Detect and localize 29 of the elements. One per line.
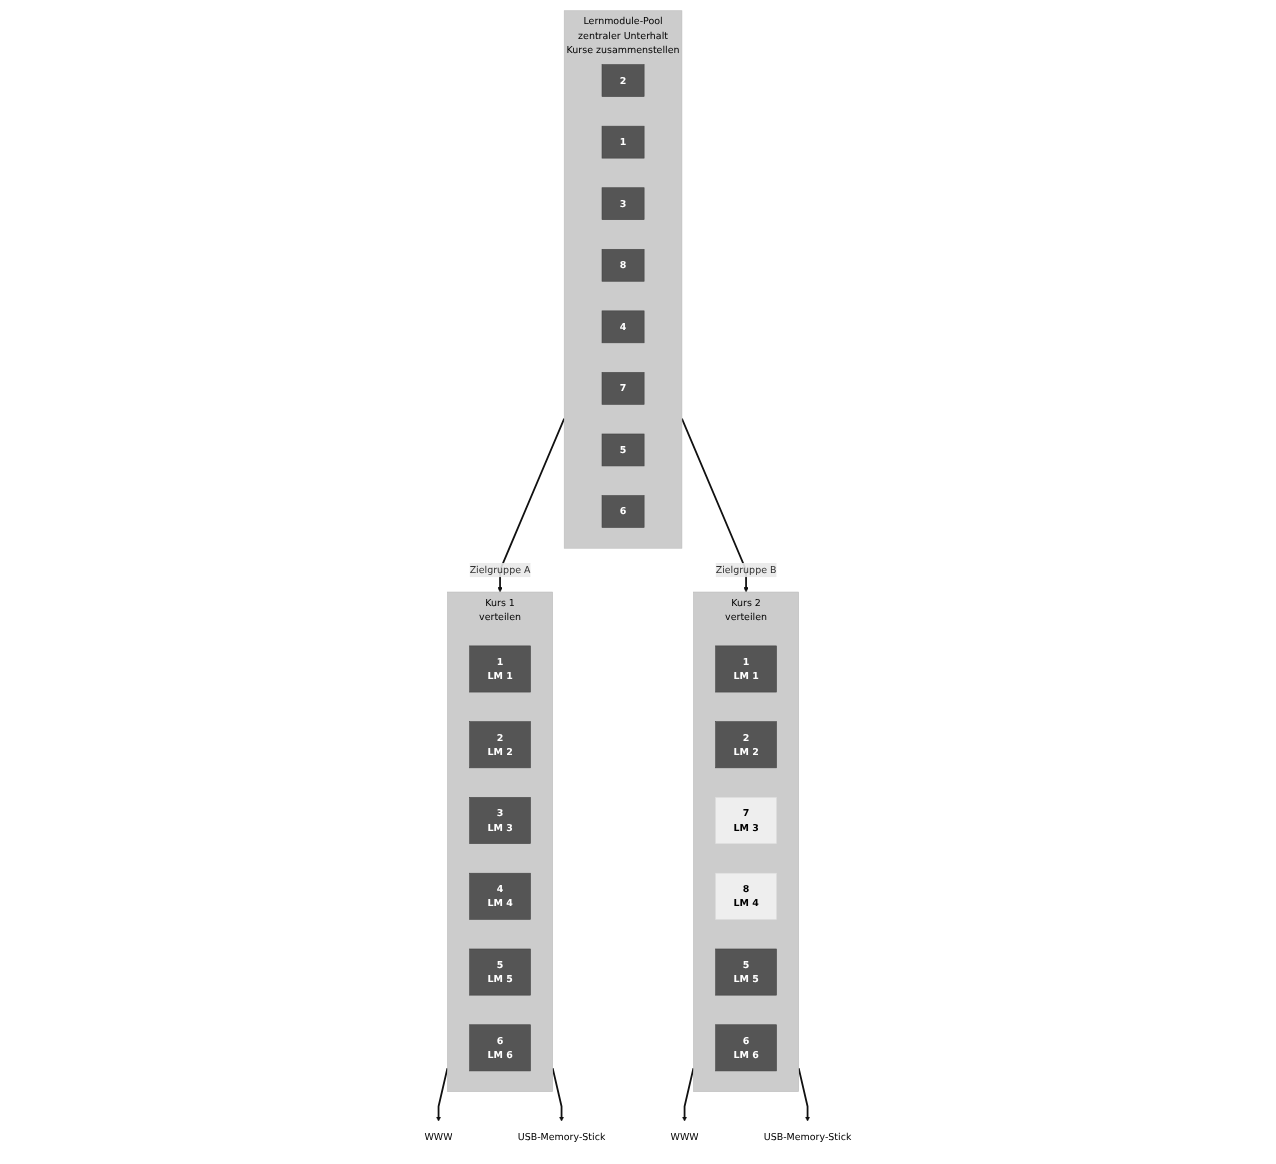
node-box (469, 797, 531, 844)
node-box (601, 64, 645, 97)
node-box (715, 948, 777, 996)
node-box (601, 249, 645, 282)
node-box (601, 310, 645, 344)
node-box (601, 495, 645, 528)
arrow (497, 417, 566, 593)
node-box (469, 645, 531, 693)
node-box (715, 645, 777, 693)
node-box (601, 372, 645, 405)
arrow (682, 1067, 695, 1122)
cluster (563, 10, 683, 549)
arrow (551, 1067, 565, 1122)
arrow (681, 417, 749, 593)
node-box (601, 187, 645, 221)
node-box (601, 125, 645, 159)
arrow (436, 1067, 449, 1122)
node-box (469, 721, 531, 769)
node-box (715, 797, 777, 844)
cluster (447, 591, 553, 1092)
cluster (693, 591, 800, 1092)
node-box (715, 1024, 777, 1072)
node-box (715, 721, 777, 769)
node-box (601, 433, 645, 467)
node-box (469, 948, 531, 996)
node-box (469, 872, 531, 920)
arrow (797, 1067, 811, 1122)
node-box (715, 872, 777, 920)
node-box (469, 1024, 531, 1072)
